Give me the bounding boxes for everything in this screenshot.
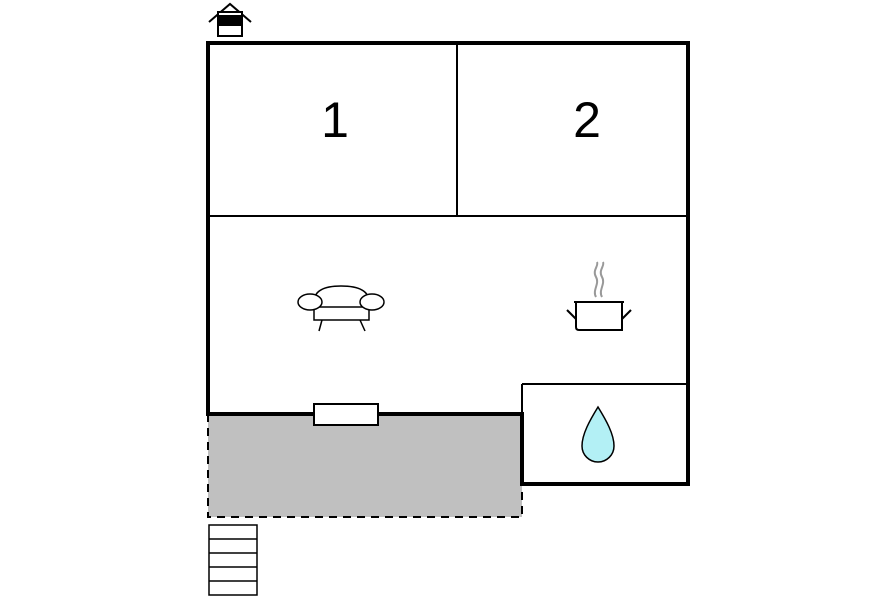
house-entrance-icon bbox=[208, 2, 252, 37]
stairs-icon bbox=[208, 524, 258, 596]
cooking-pot-icon bbox=[566, 261, 632, 331]
room-label-2: 2 bbox=[573, 92, 601, 148]
terrace bbox=[207, 414, 523, 518]
room-label-1: 1 bbox=[321, 92, 349, 148]
sofa-icon bbox=[297, 285, 385, 332]
window-icon bbox=[313, 403, 379, 426]
water-drop-icon bbox=[581, 405, 615, 463]
inner-walls bbox=[208, 43, 688, 414]
